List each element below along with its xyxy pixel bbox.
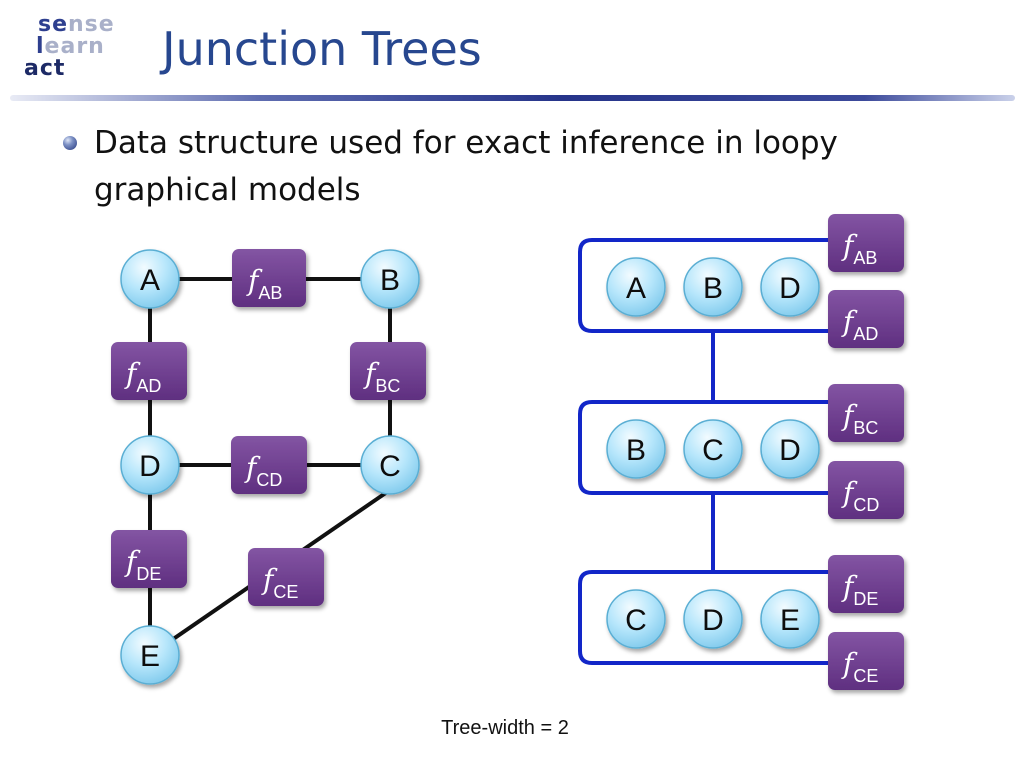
node-label: C xyxy=(702,434,724,467)
factor-subscript: CD xyxy=(256,470,282,490)
clique3-node-e: E xyxy=(760,589,820,649)
slide-title: Junction Trees xyxy=(162,22,482,76)
clique2-node-d: D xyxy=(760,419,820,479)
factor-subscript: AD xyxy=(853,324,878,344)
node-label: D xyxy=(139,450,161,483)
node-label: D xyxy=(779,434,801,467)
factor-subscript: CD xyxy=(853,495,879,515)
title-divider xyxy=(10,95,1015,101)
left-factor-ce: fCE xyxy=(248,548,324,606)
tree-factor-cd: fCD xyxy=(828,461,904,519)
factor-subscript: BC xyxy=(853,418,878,438)
tree-factor-de: fDE xyxy=(828,555,904,613)
clique1-node-d: D xyxy=(760,257,820,317)
left-node-d: D xyxy=(120,435,180,495)
tree-factor-ce: fCE xyxy=(828,632,904,690)
left-factor-bc: fBC xyxy=(350,342,426,400)
node-label: E xyxy=(140,640,160,673)
factor-subscript: BC xyxy=(375,376,400,396)
tree-factor-ab: fAB xyxy=(828,214,904,272)
clique-bcd xyxy=(578,400,845,495)
left-factor-ab: fAB xyxy=(232,249,306,307)
clique1-node-b: B xyxy=(683,257,743,317)
left-node-a: A xyxy=(120,249,180,309)
node-label: C xyxy=(379,450,401,483)
tree-factor-ad: fAD xyxy=(828,290,904,348)
factor-subscript: CE xyxy=(853,666,878,686)
factor-subscript: AB xyxy=(258,283,282,303)
clique-abd xyxy=(578,238,845,333)
sense-learn-act-logo: sense learn act xyxy=(24,12,115,81)
factor-subscript: CE xyxy=(273,582,298,602)
clique2-node-c: C xyxy=(683,419,743,479)
node-label: E xyxy=(780,604,800,637)
node-label: A xyxy=(626,272,646,305)
node-label: D xyxy=(702,604,724,637)
svg-text:fCD: fCD xyxy=(244,451,282,490)
node-label: C xyxy=(625,604,647,637)
left-factor-cd: fCD xyxy=(231,436,307,494)
left-node-b: B xyxy=(360,249,420,309)
clique1-node-a: A xyxy=(606,257,666,317)
left-node-c: C xyxy=(360,435,420,495)
clique3-node-c: C xyxy=(606,589,666,649)
node-label: B xyxy=(626,434,646,467)
bullet-icon xyxy=(63,136,77,150)
clique3-node-d: D xyxy=(683,589,743,649)
bullet-text: Data structure used for exact inference … xyxy=(94,125,838,208)
node-label: D xyxy=(779,272,801,305)
tree-factor-bc: fBC xyxy=(828,384,904,442)
left-factor-ad: fAD xyxy=(111,342,187,400)
factor-subscript: DE xyxy=(136,564,161,584)
clique2-node-b: B xyxy=(606,419,666,479)
factor-subscript: AB xyxy=(853,248,877,268)
clique-cde xyxy=(578,570,845,665)
left-factor-de: fDE xyxy=(111,530,187,588)
node-label: B xyxy=(380,264,400,297)
node-label: B xyxy=(703,272,723,305)
left-node-e: E xyxy=(120,625,180,685)
node-label: A xyxy=(140,264,160,297)
factor-subscript: DE xyxy=(853,589,878,609)
tree-width-caption: Tree-width = 2 xyxy=(441,717,569,739)
factor-subscript: AD xyxy=(136,376,161,396)
